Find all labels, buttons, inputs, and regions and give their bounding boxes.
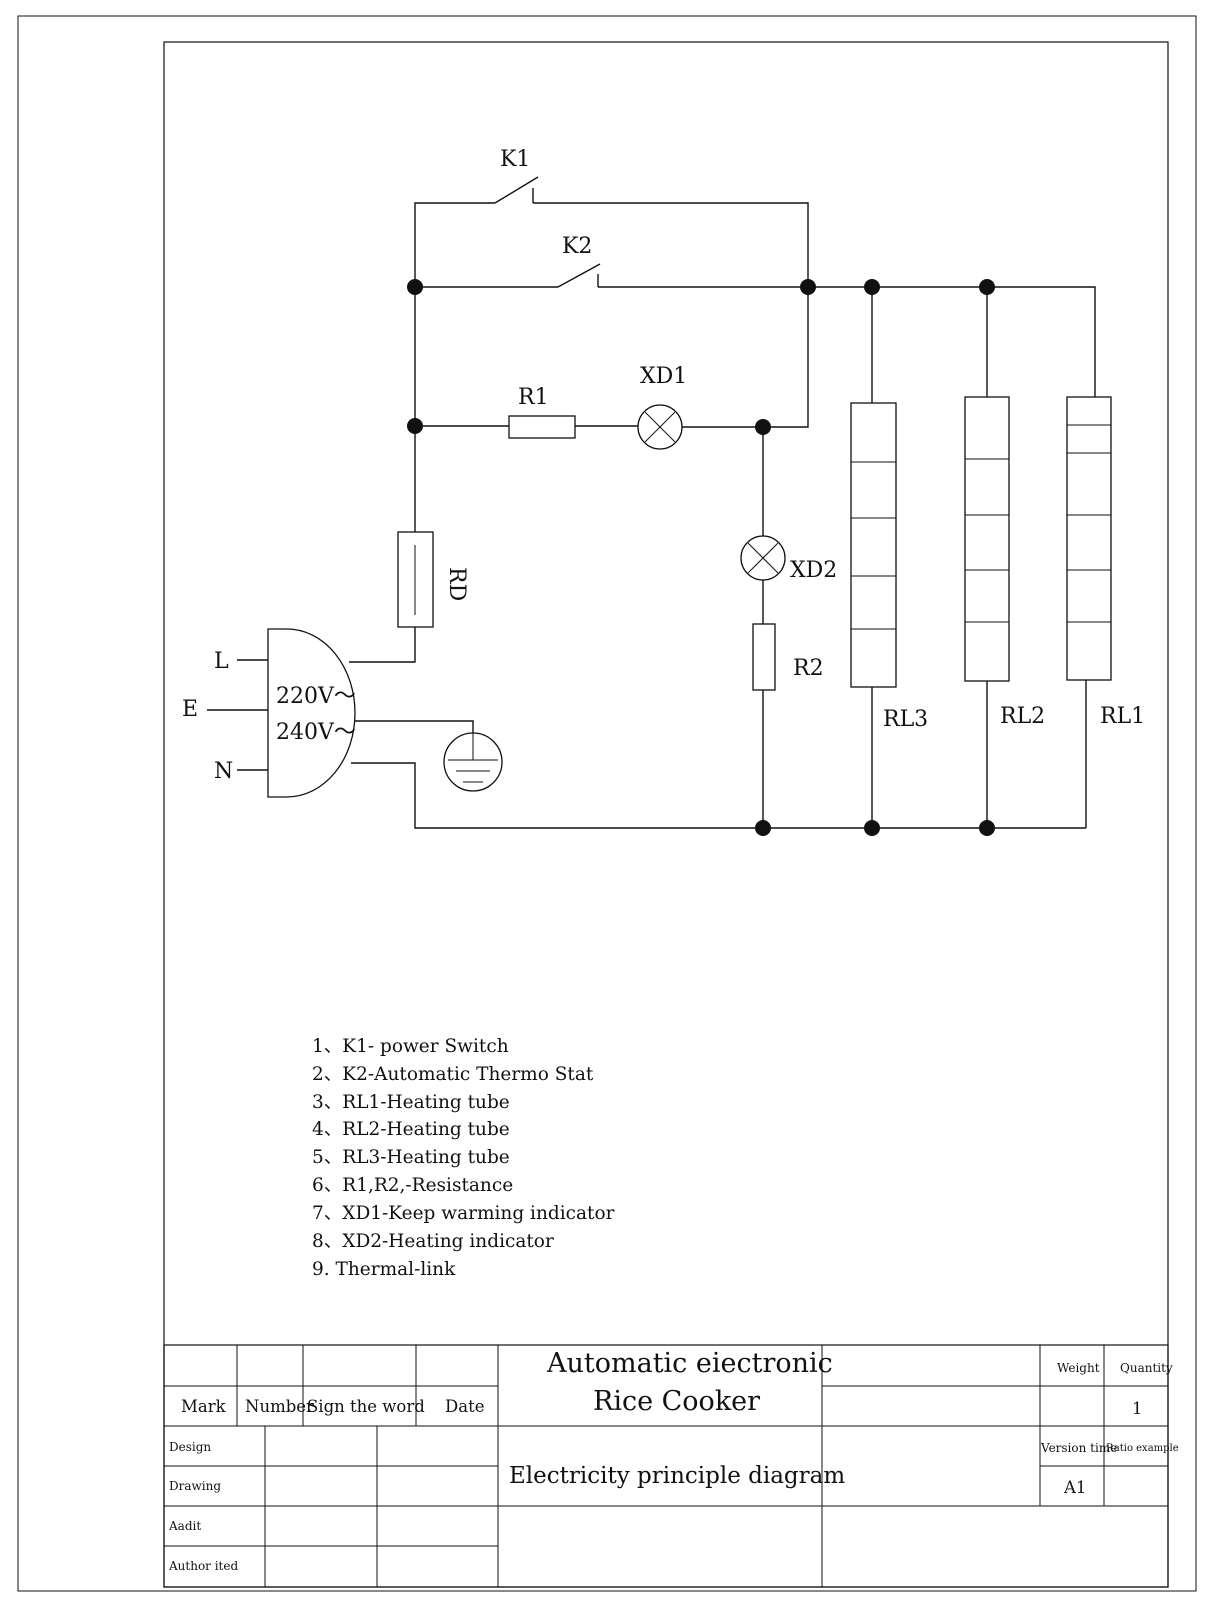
power-plug <box>267 628 356 798</box>
title-line1: Automatic eiectronic <box>546 1348 833 1379</box>
rl2-label: RL2 <box>1000 704 1045 729</box>
junction-dots <box>407 279 995 836</box>
legend-item: 4、RL2-Heating tube <box>312 1119 510 1140</box>
legend-item: 1、K1- power Switch <box>312 1036 509 1057</box>
ratio-label: Ratio example <box>1106 1443 1179 1454</box>
top-bus <box>808 286 1096 397</box>
k2-switch-blade <box>557 263 601 288</box>
subtitle: Electricity principle diagram <box>509 1463 845 1489</box>
xd2-lamp <box>740 535 786 581</box>
rd-to-plug-wire <box>349 627 416 663</box>
terminal-n-label: N <box>214 759 233 784</box>
r2-resistor <box>752 623 776 691</box>
k1-label: K1 <box>500 147 530 172</box>
xd1-label: XD1 <box>640 364 687 389</box>
legend-item: 7、XD1-Keep warming indicator <box>312 1203 615 1224</box>
ground-icon <box>443 732 503 792</box>
terminal-e-label: E <box>182 697 198 722</box>
rl1-heating-tube <box>1066 396 1112 681</box>
ground-wire <box>355 720 474 733</box>
weight-label: Weight <box>1057 1361 1100 1375</box>
legend-item: 5、RL3-Heating tube <box>312 1147 510 1168</box>
header-number: Number <box>245 1397 314 1416</box>
rl3-label: RL3 <box>883 707 928 732</box>
r1-resistor <box>508 415 576 439</box>
legend-item: 8、XD2-Heating indicator <box>312 1231 554 1252</box>
row-author: Author ited <box>168 1559 238 1573</box>
legend-item: 6、R1,R2,-Resistance <box>312 1175 513 1196</box>
legend-item: 2、K2-Automatic Thermo Stat <box>312 1064 594 1085</box>
rl1-label: RL1 <box>1100 704 1145 729</box>
voltage-rating-2: 240V～ <box>276 720 356 745</box>
quantity-label: Quantity <box>1120 1361 1173 1375</box>
quantity-value: 1 <box>1132 1399 1143 1418</box>
rd-label: RD <box>444 567 469 601</box>
legend-item: 9. Thermal-link <box>312 1259 456 1280</box>
k1-switch-blade <box>494 176 539 204</box>
xd1-lamp <box>637 404 683 450</box>
component-legend: 1、K1- power Switch 2、K2-Automatic Thermo… <box>312 1036 615 1280</box>
r1-label: R1 <box>518 385 549 410</box>
header-sign: Sign the word <box>307 1397 425 1416</box>
terminal-l-label: L <box>214 649 229 674</box>
circuit-schematic: K1 K2 R1 XD1 RD <box>182 147 1145 836</box>
voltage-rating-1: 220V～ <box>276 684 356 709</box>
version-value: A1 <box>1063 1478 1086 1497</box>
xd1-to-k-wire <box>763 287 809 428</box>
xd2-label: XD2 <box>790 558 837 583</box>
k2-label: K2 <box>562 234 592 259</box>
outer-border <box>17 15 1197 1592</box>
header-mark: Mark <box>181 1397 227 1416</box>
version-label: Version time <box>1040 1441 1117 1455</box>
row-design: Design <box>169 1440 211 1454</box>
legend-item: 3、RL1-Heating tube <box>312 1092 510 1113</box>
title-line2: Rice Cooker <box>593 1386 760 1417</box>
k1-wire-left <box>414 202 495 287</box>
rl3-heating-tube <box>850 402 897 688</box>
title-block: Mark Number Sign the word Date Automatic… <box>163 1344 1179 1588</box>
r2-label: R2 <box>793 656 824 681</box>
header-date: Date <box>445 1397 484 1416</box>
k1-wire-right <box>533 202 809 287</box>
row-drawing: Drawing <box>169 1479 221 1493</box>
bottom-return-bus <box>351 762 1086 829</box>
row-aadit: Aadit <box>168 1519 201 1533</box>
rl2-heating-tube <box>964 396 1010 682</box>
